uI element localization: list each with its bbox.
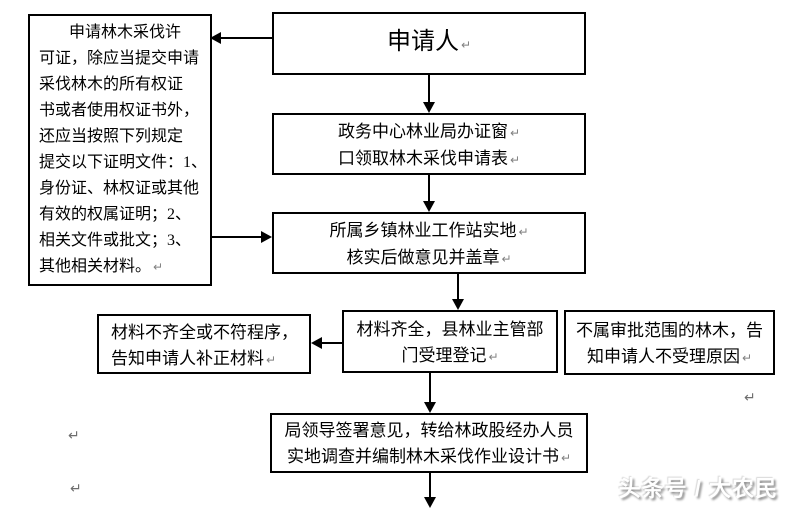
return-mark-icon: ↵ [744,390,756,406]
arrowhead-right-icon [261,231,272,243]
box-not-accepted-line1: 不属审批范围的林木，告 [576,321,763,340]
box-side-note: 申请林木采伐许 可证，除应当提交申请 采伐林木的所有权证 书或者使用权证书外， … [28,14,212,286]
box-forestry-station-line1: 所属乡镇林业工作站实地 [329,221,517,240]
box-not-accepted: 不属审批范围的林木，告 知申请人不受理原因↵ [564,310,775,375]
box-materials-incomplete-line2: 告知申请人补正材料 [111,349,264,368]
note-line: 有效的权属证明；2、 [39,206,192,223]
note-line: 身份证、林权证或其他 [39,180,200,197]
return-mark-icon: ↵ [153,260,164,274]
box-service-window-line2: 口领取林木采伐申请表 [337,149,508,168]
note-line-text: 其他相关材料。 [39,258,152,275]
return-mark-icon: ↵ [560,451,572,465]
arrowhead-down-icon [424,402,436,413]
connector-station-to-accepted [457,274,459,300]
box-not-accepted-line2: 知申请人不受理原因 [586,347,740,366]
return-mark-icon: ↵ [460,38,472,52]
box-materials-incomplete-line1: 材料不齐全或不符程序， [111,323,298,342]
return-mark-icon: ↵ [501,252,512,266]
note-line: 还应当按照下列规定 [39,128,184,145]
box-forestry-station: 所属乡镇林业工作站实地↵ 核实后做意见并盖章↵ [272,212,586,274]
box-service-window-line1: 政务中心林业局办证窗 [337,122,508,141]
return-mark-icon: ↵ [509,153,521,167]
box-bureau-leader-line2: 实地调查并编制林木采伐作业设计书 [286,447,559,466]
note-line: 书或者使用权证书外， [39,102,200,119]
return-mark-icon: ↵ [741,351,753,365]
connector-accepted-to-leader [429,373,431,403]
box-materials-incomplete: 材料不齐全或不符程序， 告知申请人补正材料↵ [97,314,311,374]
connector-side-note-to-station [211,236,261,238]
note-line: 提交以下证明文件：1、 [39,154,208,171]
arrowhead-down-icon [423,102,435,113]
note-line: 可证，除应当提交申请 [39,50,200,67]
return-mark-icon: ↵ [266,353,277,367]
return-mark-icon: ↵ [70,481,82,497]
box-materials-accepted: 材料齐全，县林业主管部 门受理登记↵ [342,310,558,373]
box-materials-accepted-line2: 门受理登记 [401,346,487,365]
box-applicant: 申请人↵ [272,12,586,75]
box-materials-accepted-line1: 材料齐全，县林业主管部 [356,320,544,339]
note-line: 采伐林木的所有权证 [39,76,184,93]
return-mark-icon: ↵ [518,225,529,239]
arrowhead-down-icon [423,201,435,212]
box-bureau-leader: 局领导签署意见，转给林政股经办人员 实地调查并编制林木采伐作业设计书↵ [270,413,588,473]
arrowhead-down-icon [452,299,464,310]
box-forestry-station-line2: 核实后做意见并盖章 [346,248,500,267]
connector-accepted-to-incomplete [322,342,342,344]
note-line: 相关文件或批文；3、 [39,232,192,249]
arrowhead-down-icon [424,497,436,508]
connector-leader-to-next [429,473,431,498]
box-bureau-leader-line1: 局领导签署意见，转给林政股经办人员 [284,421,574,440]
return-mark-icon: ↵ [68,428,80,444]
connector-window-to-station [428,175,430,202]
box-applicant-label: 申请人 [386,29,459,55]
return-mark-icon: ↵ [509,126,521,140]
connector-applicant-to-side-note [221,37,272,39]
arrowhead-left-icon [210,32,221,44]
arrowhead-left-icon [311,337,322,349]
return-mark-icon: ↵ [488,350,499,364]
note-line: 申请林木采伐许 [69,24,182,41]
note-line: 其他相关材料。↵ [39,254,204,280]
box-service-window: 政务中心林业局办证窗↵ 口领取林木采伐申请表↵ [272,113,586,175]
watermark: 头条号 / 大农民 [618,476,778,501]
connector-applicant-to-window [428,75,430,103]
